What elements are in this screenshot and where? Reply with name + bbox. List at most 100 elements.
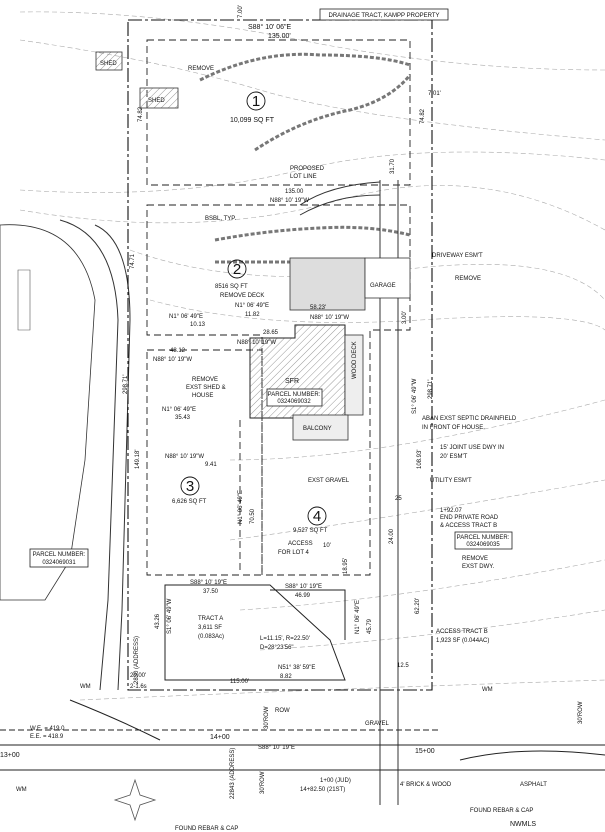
bearing-s88-c: S88° 10' 19"E [258,745,295,751]
station-21st: 14+82.50 (21ST) [300,787,345,793]
lot-4-number: 4 [313,508,321,525]
lot-3-area: 6,626 SQ FT [172,499,207,505]
access-b-title: ACCESS TRACT B [436,629,488,635]
station-14: 14+00 [210,734,230,741]
dist-4699: 46.99 [295,593,311,599]
bearing-n51: N51° 38' 59"E [278,665,315,671]
found-rebar-b: FOUND REBAR & CAP [175,826,238,832]
parcel-b-title: PARCEL NUMBER: [457,535,510,541]
bsbl-label: BSBL, TYP. [205,216,236,222]
address-b-label: 22843 (ADDRESS) [230,748,236,799]
dist-7050: 70.50 [250,508,256,524]
drainage-tract-label: DRAINAGE TRACT, KAMPP PROPERTY [328,13,439,19]
mid-distance-label: 135.00 [285,189,304,195]
utility-esmt-label: UTILITY ESM'T [430,478,472,484]
dist-2160: 2-1.6s [130,684,147,690]
asphalt-label: ASPHALT [520,782,547,788]
station-13: 13+00 [0,752,20,759]
rock-wall [199,52,412,264]
row-30-c: 30'ROW [578,701,584,724]
septic-note: ABAN EXST SEPTIC DRAINFIELD IN FRONT OF … [422,416,517,431]
row-30-a: 30'ROW [264,706,270,729]
wood-deck-label: WOOD DECK [352,341,358,379]
address-label: 2830 (ADDRESS) [134,636,140,684]
dist-25: 25 [395,496,402,502]
dim-3170-label: 31.70 [390,158,396,174]
access-lot-4-note: ACCESS FOR LOT 4 [278,541,313,556]
remove-dwy-line-2: EXST DWY. [462,564,494,570]
curve-data: L=11.15', R=22.50' D=28°23'56" [260,636,310,651]
end-private-line-2: & ACCESS TRACT B [440,523,497,529]
lot-line-label: LOT LINE [290,174,317,180]
dist-29871-left: 298.71' [123,375,129,395]
dist-29871-right: 298.71' [428,380,434,400]
dist-1895: 18.95' [343,558,349,574]
garage [289,257,411,311]
mid-bearing-label: N88° 10' 19"W [270,198,309,204]
bearing-n88-d: N88° 10' 19"W [165,454,204,460]
access-b-area: 1,923 SF (0.044AC) [436,638,489,644]
lot-2-area: 8516 SQ FT [215,284,248,290]
remove-label-a: REMOVE [188,66,214,72]
tract-a-label: TRACT A 3,611 SF (0.083Ac) [198,616,224,640]
wm-label-a: WM [80,684,91,690]
bearing-n1-b: N1° 06' 49"E [169,314,203,320]
lot-1-boundary [146,39,411,186]
lot-1-label: 1 10,099 SQ FT [230,91,275,124]
dist-300: 3.00' [402,311,408,324]
row-label: ROW [275,708,290,714]
lot-2-number: 2 [233,261,241,278]
dist-11500: 115.00' [230,679,249,685]
access-line-2: FOR LOT 4 [278,550,310,556]
left-parcel-edge [0,219,131,691]
setback-701-label: 7.01' [428,91,441,97]
lot-3-number: 3 [186,478,194,495]
tract-a-area: 3,611 SF [198,625,222,631]
dist-1182: 11.82 [245,312,260,318]
remove-dwy-note: REMOVE EXST DWY. [462,556,494,570]
remove-exst-line-3: HOUSE [192,393,213,399]
shed-label-a: SHED [100,61,117,67]
bearing-s1-a: S1° 06' 49"W [412,378,418,414]
setback-label: 7.00' [238,5,244,18]
station-19207: 1+92.07 [440,508,463,514]
dist-3750: 37.50 [203,589,219,595]
dist-5823: 58.23' [310,305,326,311]
dist-14918: 149.18' [135,450,141,470]
curve-line-2: D=28°23'56" [260,645,294,651]
bearing-n1-d: N1° 06' 49"E [238,490,244,524]
dist-4812: 48.12 [170,348,186,354]
lot-4-label: 4 9,527 SQ FT [293,506,328,534]
lot-2-label: 2 8516 SQ FT [215,259,248,290]
remove-exst-line-1: REMOVE [192,377,218,383]
parcel-c-number: 0324069031 [42,560,76,566]
elevation-w: W.E. = 419.0 [30,726,65,732]
dist-882: 8.82 [280,674,292,680]
contour-lines [19,11,605,701]
gravel-label: GRAVEL [365,721,390,727]
lot-4-area: 9,527 SQ FT [293,528,328,534]
dim-7471-label: 74.71 [130,253,136,269]
remove-deck-label: REMOVE DECK [220,293,264,299]
joint-use-line-2: 20' ESM'T [440,454,468,460]
bearing-n1-a: N1° 06' 49"E [235,303,269,309]
proposed-label: PROPOSED [290,166,325,172]
bearing-s88-b: S88° 10' 19"E [285,584,322,590]
drainage-tract-label-group: DRAINAGE TRACT, KAMPP PROPERTY [319,8,449,21]
wm-label-b: WM [482,687,493,693]
shed-structures [95,51,179,109]
end-private-line-1: END PRIVATE ROAD [440,515,499,521]
lot-3-4-boundary [146,349,263,576]
parcel-box-a: PARCEL NUMBER: 0324069032 [266,388,323,407]
exst-gravel-label: EXST GRAVEL [308,478,350,484]
lot-3-label: 3 6,626 SQ FT [172,476,207,505]
end-private-road-note: END PRIVATE ROAD & ACCESS TRACT B [440,515,499,529]
access-line-1: ACCESS [288,541,313,547]
parcel-b-number: 0324069035 [466,542,500,548]
joint-use-line-1: 15' JOINT USE DWY IN [440,445,504,451]
street [0,699,605,771]
dist-2865: 28.65 [263,330,279,336]
septic-line-1: ABAN EXST SEPTIC DRAINFIELD [422,416,517,422]
dist-6220: 62.20' [415,598,421,614]
shed-label-b: SHED [148,98,165,104]
